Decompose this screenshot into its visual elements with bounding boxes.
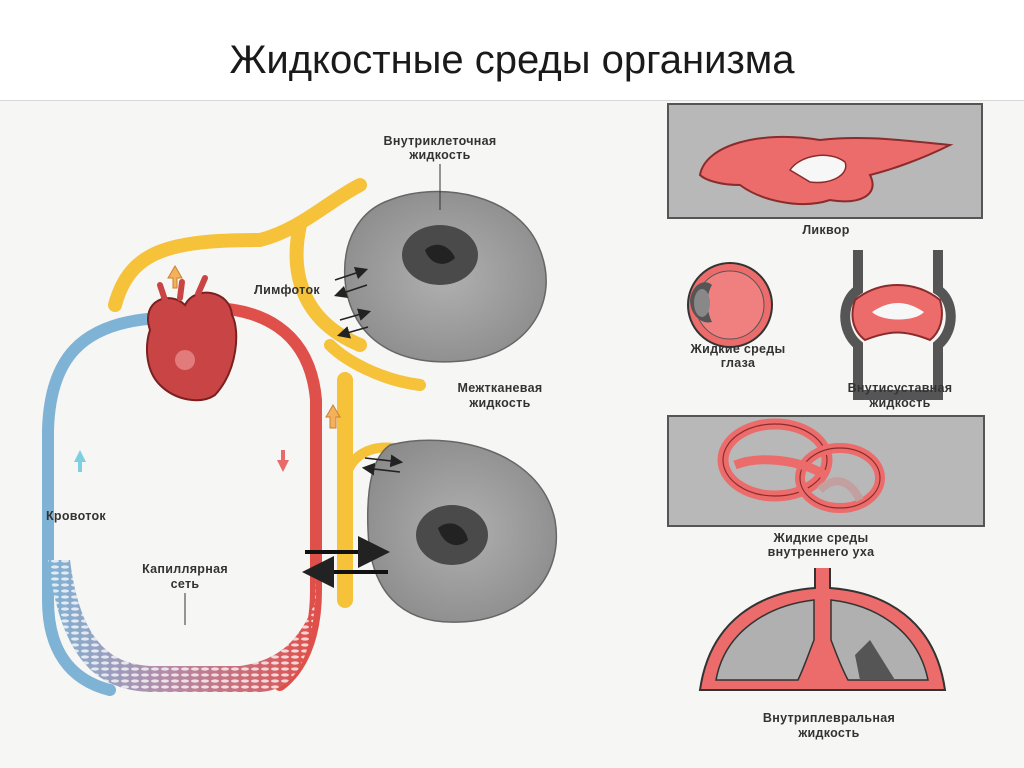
- exchange-arrows: [333, 266, 404, 476]
- label-ear-2: внутреннего уха: [768, 545, 876, 559]
- liquor-panel: [667, 103, 983, 219]
- label-intracellular-2: жидкость: [408, 148, 470, 162]
- label-pleural-1: Внутриплевральная: [763, 711, 895, 725]
- label-liquor: Ликвор: [802, 223, 849, 237]
- blood-cell-exchange-arrows: [302, 536, 390, 588]
- eye-diagram: [687, 262, 773, 348]
- label-pleural-2: жидкость: [797, 726, 859, 740]
- heart-icon: [146, 275, 238, 402]
- label-intracellular-1: Внутриклеточная: [384, 134, 497, 148]
- cell-lower: [366, 439, 558, 623]
- joint-diagram: [840, 250, 956, 400]
- label-interstitial-1: Межтканевая: [458, 381, 543, 395]
- slide-title: Жидкостные среды организма: [229, 38, 795, 82]
- label-capillary-2: сеть: [171, 577, 200, 591]
- label-interstitial-2: жидкость: [468, 396, 530, 410]
- artery-flow-arrow-icon: [277, 450, 289, 472]
- label-joint-2: жидкость: [868, 396, 930, 410]
- circulation-loop: [42, 301, 322, 696]
- label-lymph-flow: Лимфоток: [254, 283, 320, 297]
- diagram-labels: Внутриклеточная жидкость Лимфоток Межтка…: [46, 134, 952, 740]
- label-ear-1: Жидкие среды: [772, 531, 868, 545]
- label-eye-2: глаза: [721, 356, 756, 370]
- label-capillary-1: Капиллярная: [142, 562, 228, 576]
- lens-icon: [694, 289, 710, 317]
- cell-upper: [343, 190, 547, 363]
- pleural-diagram: [698, 568, 947, 691]
- title-divider: [0, 100, 1024, 101]
- label-joint-1: Внутисуставная: [848, 381, 953, 395]
- vein-flow-arrow-icon: [74, 450, 86, 472]
- label-blood-flow: Кровоток: [46, 509, 106, 523]
- lymph-flow-arrow-icon: [325, 404, 341, 429]
- label-eye-1: Жидкие среды: [689, 342, 785, 356]
- lymph-flow-arrow-icon: [167, 265, 183, 289]
- inner-ear-panel: [667, 415, 985, 527]
